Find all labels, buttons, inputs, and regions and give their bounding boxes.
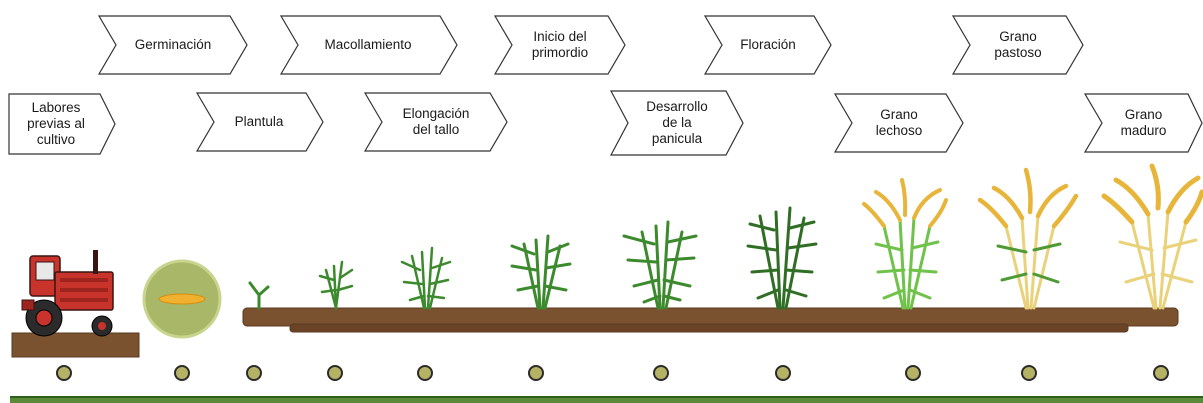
stage-germinacion-chevron: Germinación [97, 15, 248, 75]
rice-plant-icon-panicula [622, 220, 698, 310]
soil-bed-main [242, 307, 1179, 327]
timeline-dot [1153, 365, 1169, 381]
stage-label: Inicio del primordio [531, 29, 589, 60]
stage-label: Germinación [134, 37, 212, 52]
stage-label: Desarrollo de la panicula [646, 99, 708, 146]
rice-plant-icon-macollamiento [318, 260, 354, 310]
timeline-dot [174, 365, 190, 381]
rice-plant-icon-plantula [248, 281, 270, 310]
stage-lechoso-chevron: Grano lechoso [833, 93, 964, 153]
timeline-dot [653, 365, 669, 381]
stage-label: Plantula [234, 114, 284, 129]
stage-pastoso-chevron: Grano pastoso [951, 15, 1084, 75]
stage-plantula-chevron: Plantula [195, 92, 324, 152]
timeline-dot [246, 365, 262, 381]
timeline-dot [417, 365, 433, 381]
stage-label: Grano pastoso [994, 29, 1042, 60]
tractor-icon [21, 250, 114, 337]
stage-labores-chevron: Labores previas al cultivo [8, 93, 116, 155]
timeline-dot [775, 365, 791, 381]
stage-label: Grano lechoso [875, 107, 923, 138]
rice-plant-icon-primordio [510, 234, 572, 310]
rice-plant-icon-elongacion [400, 246, 452, 310]
timeline-dot [1021, 365, 1037, 381]
stage-elongacion-chevron: Elongación del tallo [363, 92, 508, 152]
stage-label: Labores previas al cultivo [27, 100, 85, 147]
rice-plant-icon-floracion [746, 206, 818, 310]
stage-primordio-chevron: Inicio del primordio [493, 15, 626, 75]
stage-macollamiento-chevron: Macollamiento [279, 15, 458, 75]
stage-label: Elongación del tallo [402, 106, 470, 137]
timeline-dot [56, 365, 72, 381]
soil-bed-tractor [11, 332, 140, 358]
timeline-dot [327, 365, 343, 381]
stage-panicula-chevron: Desarrollo de la panicula [610, 90, 744, 156]
rice-plant-icon-maduro [1101, 163, 1203, 310]
timeline-dot [528, 365, 544, 381]
stage-label: Grano maduro [1120, 107, 1167, 138]
stage-label: Macollamiento [324, 37, 412, 52]
soil-bed-shadow [289, 323, 1129, 333]
rice-plant-icon-lechoso [862, 178, 948, 310]
stage-maduro-chevron: Grano maduro [1083, 93, 1203, 153]
rice-plant-icon-pastoso [977, 167, 1079, 310]
ground-line [10, 396, 1203, 403]
stage-floracion-chevron: Floración [703, 15, 832, 75]
timeline-dot [905, 365, 921, 381]
seed-icon [142, 259, 222, 339]
stage-label: Floración [740, 37, 796, 52]
